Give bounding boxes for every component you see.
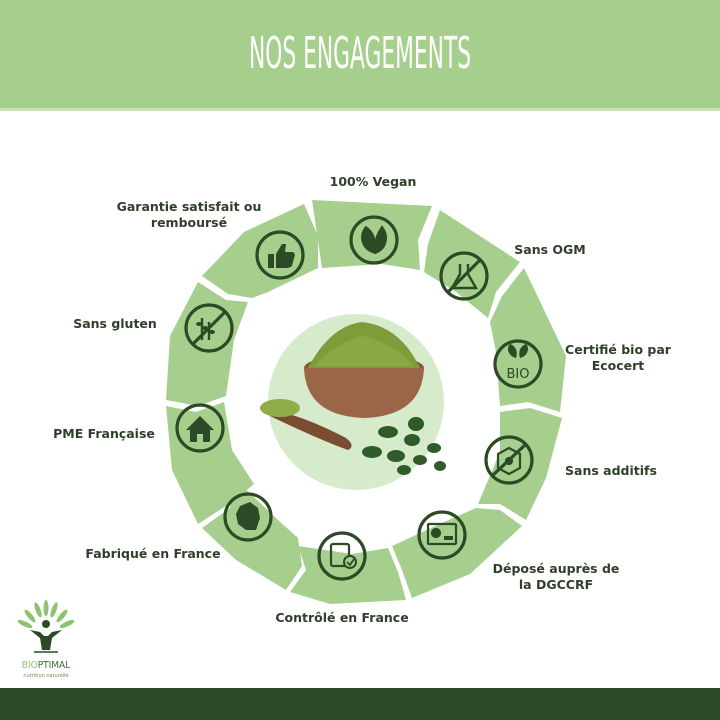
- header-divider: [0, 108, 720, 111]
- logo-tagline: nutrition naturelle: [23, 673, 69, 679]
- logo-brand: BIOPTIMAL: [14, 660, 78, 671]
- bioptimal-logo: [17, 600, 75, 653]
- header-banner: [0, 0, 720, 108]
- tree-person-icon: [17, 600, 75, 653]
- no-wheat-icon: [184, 303, 234, 353]
- label-certifie-bio-line1: Certifié bio par: [565, 342, 671, 357]
- segment-fabrique: [202, 480, 302, 590]
- label-sans-gluten: Sans gluten: [73, 316, 157, 331]
- label-sans-additifs: Sans additifs: [565, 463, 657, 478]
- clipboard-check-icon: [317, 531, 367, 581]
- label-fabrique-france: Fabriqué en France: [85, 546, 221, 561]
- label-garantie-line2: remboursé: [150, 215, 228, 230]
- label-certifie-bio: Certifié bio par Ecocert: [548, 342, 688, 374]
- segment-ogm: [424, 210, 520, 318]
- label-garantie: Garantie satisfait ou remboursé: [114, 199, 264, 231]
- label-certifie-bio-line2: Ecocert: [591, 358, 645, 373]
- label-pme-francaise: PME Française: [53, 426, 155, 441]
- certificate-icon: [417, 510, 467, 560]
- footer-bar: [0, 688, 720, 720]
- thumbs-up-icon: [255, 230, 305, 280]
- no-flask-icon: [439, 251, 489, 301]
- moringa-bowl-image: [260, 322, 446, 475]
- label-dgccrf: Déposé auprès de la DGCCRF: [488, 561, 624, 593]
- label-garantie-line1: Garantie satisfait ou: [116, 199, 262, 214]
- logo-brand-ptimal: PTIMAL: [37, 660, 71, 671]
- label-controle-france: Contrôlé en France: [275, 610, 409, 625]
- segment-bio: [490, 268, 566, 412]
- leaf-icon: [349, 215, 399, 265]
- segment-pme: [166, 402, 254, 524]
- logo-brand-bio: BIO: [21, 660, 38, 671]
- label-dgccrf-line2: la DGCCRF: [518, 577, 594, 592]
- no-molecule-icon: [484, 435, 534, 485]
- bio-leaf-icon: BIO: [493, 339, 543, 389]
- france-map-icon: [223, 492, 273, 542]
- page-title: NOS ENGAGEMENTS: [248, 28, 472, 79]
- label-sans-ogm: Sans OGM: [514, 242, 586, 257]
- house-icon: [175, 403, 225, 453]
- label-vegan: 100% Vegan: [329, 174, 417, 189]
- label-dgccrf-line1: Déposé auprès de: [492, 561, 620, 576]
- svg-text:BIO: BIO: [507, 367, 530, 382]
- ring-icons: BIO: [175, 215, 543, 581]
- segment-gluten: [166, 282, 248, 406]
